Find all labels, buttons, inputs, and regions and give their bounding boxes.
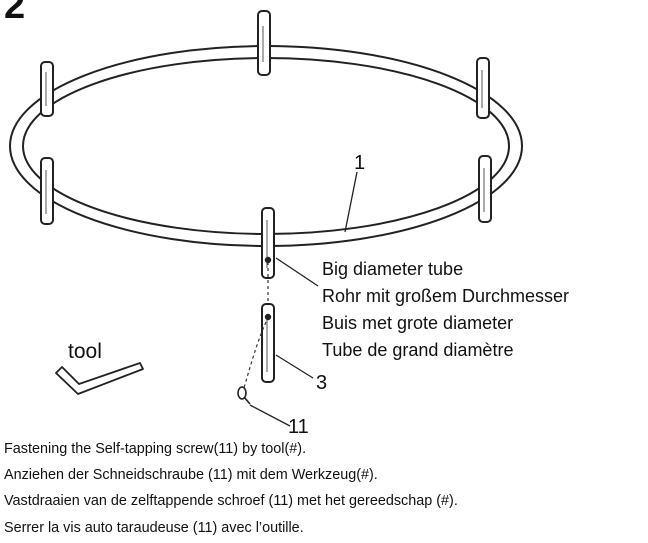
instruction-fr: Serrer la vis auto taraudeuse (11) avec … bbox=[4, 519, 304, 536]
screw-alignment-dash bbox=[243, 262, 269, 389]
ring-sockets bbox=[40, 10, 492, 279]
part-name-en: Big diameter tube bbox=[322, 259, 464, 279]
socket-front-center bbox=[261, 207, 275, 279]
socket-top bbox=[257, 10, 271, 76]
screw bbox=[237, 386, 251, 405]
callout-ring: 1 bbox=[354, 152, 366, 174]
callout-leg: 3 bbox=[316, 372, 328, 394]
step-number: 2 bbox=[4, 0, 26, 27]
leader-line-screw bbox=[249, 404, 291, 427]
instruction-en: Fastening the Self-tapping screw(11) by … bbox=[4, 441, 307, 457]
socket-right-back bbox=[476, 57, 490, 119]
socket-right-front bbox=[478, 155, 492, 223]
part-name-fr: Tube de grand diamètre bbox=[322, 340, 514, 360]
allen-key-tool bbox=[55, 362, 144, 395]
instruction-nl: Vastdraaien van de zelftappende schroef … bbox=[4, 493, 458, 510]
instructions-block: Fastening the Self-tapping screw(11) by … bbox=[4, 436, 648, 541]
part-name-block: Big diameter tube Rohr mit großem Durchm… bbox=[322, 256, 569, 364]
tool-label: tool bbox=[68, 340, 102, 363]
part-name-nl: Buis met grote diameter bbox=[322, 313, 514, 333]
leader-line-tube bbox=[275, 257, 319, 287]
leader-line-leg bbox=[275, 354, 314, 379]
socket-left-back bbox=[40, 61, 54, 117]
socket-left-front bbox=[40, 157, 54, 225]
instruction-de: Anziehen der Schneidschraube (11) mit de… bbox=[4, 467, 378, 484]
leg-tube bbox=[261, 303, 275, 383]
callout-screw: 11 bbox=[288, 416, 309, 438]
leader-line-ring bbox=[344, 171, 358, 233]
part-name-de: Rohr mit großem Durchmesser bbox=[322, 286, 570, 306]
